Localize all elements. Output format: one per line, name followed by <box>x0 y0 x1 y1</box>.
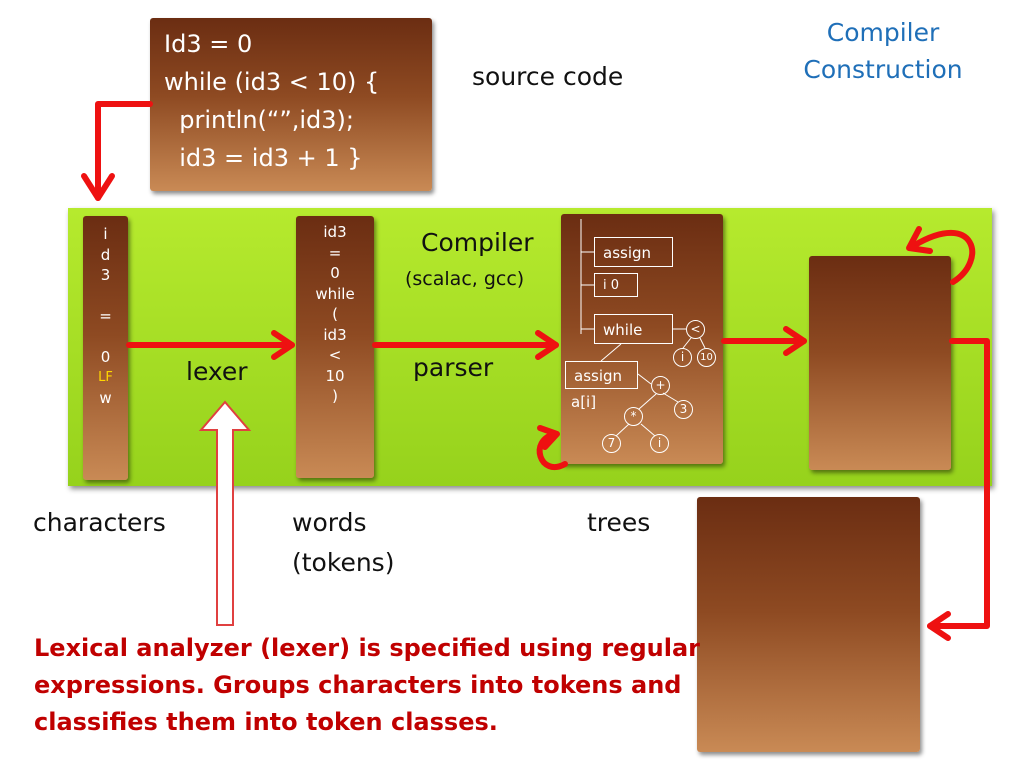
word-item: 10 <box>325 366 345 385</box>
char-item-lf: LF <box>98 369 113 385</box>
tree-node-three: 3 <box>674 400 693 419</box>
words-column: id3 = 0 while ( id3 < 10 ) <box>296 216 374 478</box>
tree-node-while: while <box>594 314 673 344</box>
tree-node-i0: i 0 <box>594 273 638 297</box>
char-item: 0 <box>100 348 111 366</box>
char-item: d <box>100 245 111 264</box>
word-item: 0 <box>330 264 340 282</box>
tree-edges <box>580 219 706 437</box>
stage-loop-arrow <box>912 229 976 285</box>
stage-to-output-arrow <box>927 338 990 629</box>
word-item: ( <box>332 305 338 323</box>
word-item: < <box>328 346 342 364</box>
words-label: words <box>292 508 367 537</box>
empty-stage-box <box>809 256 951 470</box>
char-item: w <box>99 389 112 407</box>
source-line: println(“”,id3); <box>164 106 355 134</box>
word-item: id3 <box>323 223 347 241</box>
slide-title-line1: Compiler <box>826 18 940 47</box>
tree-node-ten: 10 <box>697 348 716 367</box>
tree-node-less-than: < <box>686 320 705 339</box>
tree-node-assign: assign <box>594 237 673 267</box>
stage-loop-arrowhead <box>906 226 933 254</box>
word-item: while <box>315 284 355 303</box>
trees-label: trees <box>587 508 651 537</box>
slide-title: Compiler Construction <box>790 14 976 88</box>
lexer-description: Lexical analyzer (lexer) is specified us… <box>34 634 700 736</box>
empty-output-box <box>697 497 920 752</box>
tokens-label: (tokens) <box>292 548 395 577</box>
tree-box: assign i 0 while < i 10 assign a[i] + 3 … <box>561 214 723 464</box>
lexer-label: lexer <box>186 357 248 386</box>
tree-node-i: i <box>673 348 692 367</box>
source-code-box: Id3 = 0 while (id3 < 10) { println(“”,id… <box>150 18 432 191</box>
tree-node-star: * <box>624 407 643 426</box>
compiler-examples-label: (scalac, gcc) <box>405 268 525 290</box>
tree-node-array-index: a[i] <box>571 393 597 411</box>
characters-label: characters <box>33 508 166 537</box>
parser-arrowhead <box>535 330 559 360</box>
tree-node-seven: 7 <box>602 434 621 453</box>
tree-loop-arrowhead <box>537 425 560 450</box>
tree-to-stage-arrowhead <box>783 326 807 356</box>
char-item: = <box>99 307 112 325</box>
compiler-label: Compiler <box>421 228 534 257</box>
tree-node-i2: i <box>650 434 669 453</box>
word-item: = <box>328 243 342 262</box>
word-item: id3 <box>323 325 347 344</box>
source-code-label: source code <box>472 62 624 91</box>
source-line: while (id3 < 10) { <box>164 68 380 96</box>
characters-column: i d 3 = 0 LF w <box>83 216 128 480</box>
lexer-hollow-arrow <box>198 400 252 626</box>
source-line: id3 = id3 + 1 } <box>164 144 363 172</box>
source-line: Id3 = 0 <box>164 30 253 58</box>
slide-title-line2: Construction <box>803 55 963 84</box>
parser-label: parser <box>413 353 494 382</box>
tree-node-plus: + <box>651 376 670 395</box>
source-to-lexer-arrow <box>95 101 153 201</box>
char-item: 3 <box>100 266 111 284</box>
char-item: i <box>103 225 108 243</box>
stage-to-output-arrowhead <box>927 611 951 641</box>
source-to-lexer-arrowhead <box>81 173 115 201</box>
tree-loop-arrow <box>536 431 568 470</box>
tree-node-assign2: assign <box>565 361 638 389</box>
lexer-arrowhead <box>271 330 295 360</box>
word-item: ) <box>332 387 338 405</box>
